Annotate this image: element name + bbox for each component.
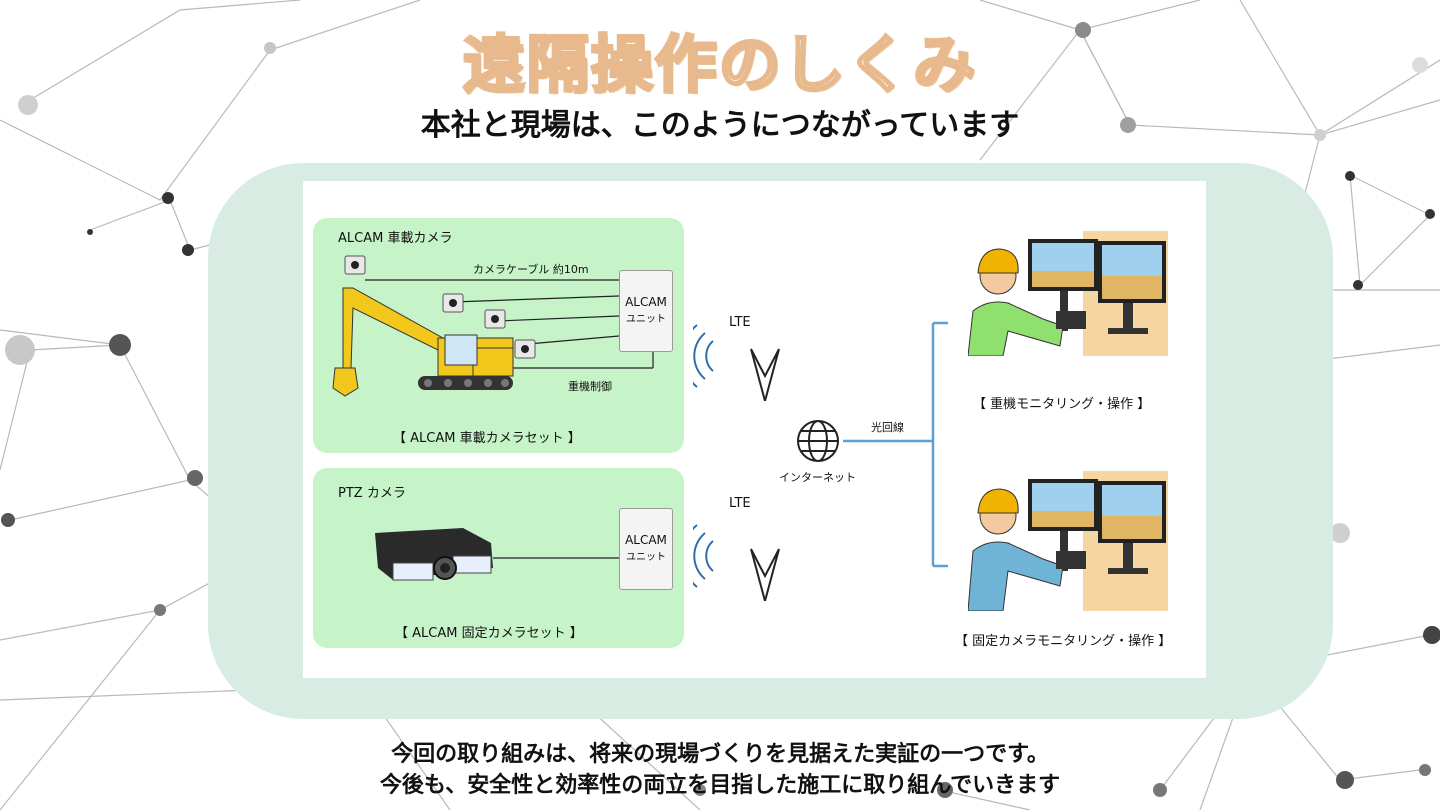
internet-label: インターネット: [779, 471, 856, 484]
cable-label: カメラケーブル 約10m: [473, 263, 589, 276]
fixed-set-heading: PTZ カメラ: [338, 486, 406, 501]
vehicle-set-heading: ALCAM 車載カメラ: [338, 231, 453, 246]
operator-bottom-caption: 【 固定カメラモニタリング・操作 】: [955, 634, 1172, 649]
lte-antenna-bottom-icon: [693, 524, 780, 601]
vehicle-set-caption: 【 ALCAM 車載カメラセット 】: [393, 431, 581, 446]
lte-label-top: LTE: [729, 315, 751, 330]
fiber-connection-lines: [843, 321, 948, 568]
operator-bottom-illustration: [968, 471, 1168, 611]
alcam-unit-bottom-line1: ALCAM: [625, 533, 667, 547]
operator-top-caption: 【 重機モニタリング・操作 】: [973, 397, 1151, 412]
lte-label-bottom: LTE: [729, 496, 751, 511]
page-subtitle: 本社と現場は、このようにつながっています: [420, 108, 1020, 143]
fiber-label: 光回線: [871, 421, 904, 434]
vehicle-camera-set-box: ALCAM 車載カメラ: [313, 218, 684, 453]
alcam-unit-bottom: ALCAM ユニット: [619, 508, 673, 590]
alcam-unit-top-line1: ALCAM: [625, 295, 667, 309]
alcam-unit-bottom-line2: ユニット: [626, 552, 666, 563]
footer-line-1: 今回の取り組みは、将来の現場づくりを見据えた実証の一つです。: [391, 742, 1049, 767]
operator-top-illustration: [968, 231, 1168, 356]
alcam-unit-top: ALCAM ユニット: [619, 270, 673, 352]
fixed-camera-set-box: PTZ カメラ ALCAM ユニット 【 ALCAM 固定カメラセット 】: [313, 468, 684, 648]
ptz-camera-illustration: [375, 528, 619, 581]
lte-antenna-top-icon: [693, 324, 780, 401]
fixed-set-caption: 【 ALCAM 固定カメラセット 】: [395, 626, 583, 641]
machine-control-label: 重機制御: [568, 380, 612, 393]
system-diagram: ALCAM 車載カメラ: [303, 181, 1206, 678]
alcam-unit-top-line2: ユニット: [626, 314, 666, 325]
internet-globe-icon: [797, 420, 839, 462]
excavator-illustration: [332, 255, 654, 397]
page-title: 遠隔操作のしくみ: [461, 27, 978, 103]
footer-line-2: 今後も、安全性と効率性の両立を目指した施工に取り組んでいきます: [379, 773, 1061, 798]
